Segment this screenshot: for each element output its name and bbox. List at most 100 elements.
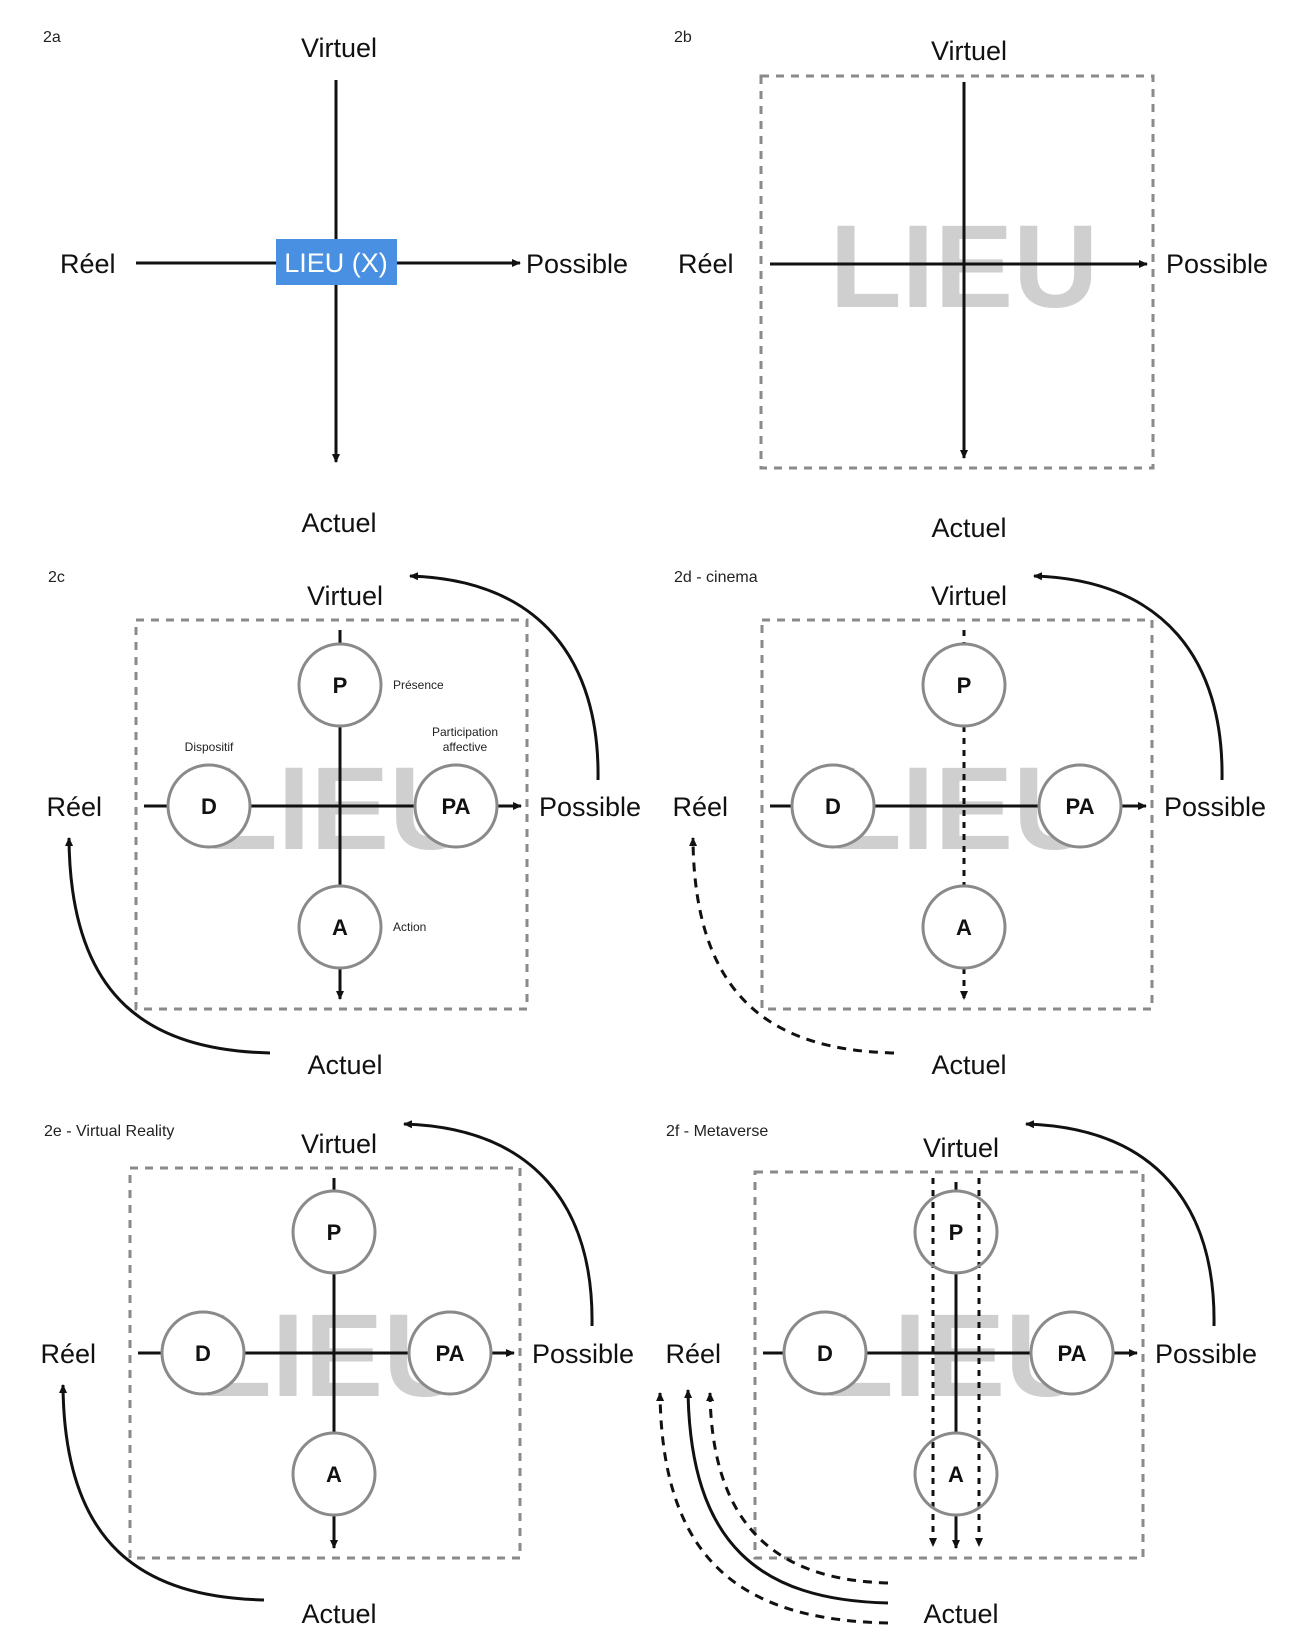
node-label: PA: [1066, 794, 1095, 819]
node-label: P: [957, 673, 972, 698]
panel-2a: 2a Virtuel Actuel Réel Possible LIEU (X): [43, 29, 628, 538]
axis-label-reel: Réel: [665, 1339, 721, 1369]
panel-label: 2e - Virtual Reality: [44, 1123, 174, 1140]
actuel-to-reel-inner-arrow: [706, 1392, 889, 1585]
node-presence: P: [291, 1189, 377, 1275]
node-label: P: [949, 1220, 964, 1245]
axis-label-reel: Réel: [672, 792, 728, 822]
node-circle: [921, 642, 1007, 728]
axis-label-actuel: Actuel: [931, 513, 1006, 543]
axis-label-possible: Possible: [1164, 792, 1266, 822]
node-participation-affective: PA: [407, 1310, 493, 1396]
node-label: P: [333, 673, 348, 698]
lieu-frame: [134, 618, 529, 1011]
node-label: P: [327, 1220, 342, 1245]
lieu-box: [276, 239, 397, 285]
axis-label-reel: Réel: [40, 1339, 96, 1369]
actuel-to-reel-arrow: [59, 1384, 265, 1602]
lieu-frame: [759, 74, 1155, 470]
possible-to-virtuel-arrow: [1025, 1120, 1216, 1327]
lieu-box-label: LIEU (X): [284, 248, 388, 278]
node-circle: [297, 642, 383, 728]
panel-2e: 2e - Virtual RealityLIEUVirtuelActuelRée…: [40, 1120, 634, 1629]
axis-label-actuel: Actuel: [301, 508, 376, 538]
node-circle: [291, 1189, 377, 1275]
node-participation-affective: PA: [1029, 1310, 1115, 1396]
axis-label-actuel: Actuel: [307, 1050, 382, 1080]
node-circle: [790, 763, 876, 849]
possible-to-virtuel-arrow: [409, 572, 600, 781]
annotation-affective: affective: [443, 740, 488, 754]
node-action: A: [291, 1431, 377, 1517]
node-dispositif: D: [782, 1310, 868, 1396]
axis-label-possible: Possible: [526, 249, 628, 279]
actuel-to-reel-arrow: [689, 837, 895, 1055]
lieu-frame: [753, 1170, 1145, 1560]
axis-label-virtuel: Virtuel: [301, 1129, 377, 1159]
node-participation-affective: PA: [413, 763, 499, 849]
node-circle: [913, 1189, 999, 1275]
node-circle: [297, 884, 383, 970]
node-circle: [166, 763, 252, 849]
node-dispositif: D: [790, 763, 876, 849]
panel-label: 2c: [48, 569, 65, 586]
node-presence: P: [913, 1189, 999, 1275]
node-circle: [913, 1431, 999, 1517]
axis-label-virtuel: Virtuel: [301, 33, 377, 63]
annotation-action: Action: [393, 920, 426, 934]
lieu-frame: [128, 1166, 522, 1560]
node-action: A: [297, 884, 383, 970]
panel-label: 2f - Metaverse: [666, 1123, 768, 1140]
node-circle: [1037, 763, 1123, 849]
axis-label-possible: Possible: [1155, 1339, 1257, 1369]
axis-label-reel: Réel: [46, 792, 102, 822]
node-label: D: [825, 794, 841, 819]
node-label: A: [326, 1462, 342, 1487]
annotation-dispositif: Dispositif: [185, 740, 234, 754]
panel-label: 2b: [674, 29, 692, 46]
node-circle: [407, 1310, 493, 1396]
axis-label-virtuel: Virtuel: [307, 581, 383, 611]
node-circle: [160, 1310, 246, 1396]
axis-label-possible: Possible: [1166, 249, 1268, 279]
axis-label-actuel: Actuel: [301, 1599, 376, 1629]
node-label: PA: [436, 1341, 465, 1366]
axis-label-virtuel: Virtuel: [931, 581, 1007, 611]
node-label: D: [817, 1341, 833, 1366]
node-circle: [921, 884, 1007, 970]
axis-label-actuel: Actuel: [931, 1050, 1006, 1080]
axis-label-actuel: Actuel: [923, 1599, 998, 1629]
annotation-participation: Participation: [432, 725, 498, 739]
node-label: A: [948, 1462, 964, 1487]
node-label: PA: [442, 794, 471, 819]
node-participation-affective: PA: [1037, 763, 1123, 849]
axis-label-possible: Possible: [539, 792, 641, 822]
actuel-to-reel-outer-arrow: [656, 1392, 889, 1625]
actuel-to-reel-arrow: [684, 1389, 889, 1605]
node-label: PA: [1058, 1341, 1087, 1366]
axis-label-virtuel: Virtuel: [923, 1133, 999, 1163]
panel-label: 2d - cinema: [674, 569, 758, 586]
node-action: A: [921, 884, 1007, 970]
possible-to-virtuel-arrow: [403, 1120, 594, 1327]
node-presence: P: [921, 642, 1007, 728]
possible-to-virtuel-arrow: [1033, 572, 1224, 781]
axis-label-reel: Réel: [678, 249, 734, 279]
axis-label-possible: Possible: [532, 1339, 634, 1369]
annotation-presence: Présence: [393, 678, 444, 692]
panel-label: 2a: [43, 29, 61, 46]
axis-label-virtuel: Virtuel: [931, 36, 1007, 66]
node-label: A: [956, 915, 972, 940]
panel-2b: 2b LIEU Virtuel Actuel Réel Possible: [674, 29, 1268, 543]
node-circle: [291, 1431, 377, 1517]
axis-label-reel: Réel: [60, 249, 116, 279]
node-label: D: [195, 1341, 211, 1366]
node-dispositif: D: [160, 1310, 246, 1396]
node-presence: P: [297, 642, 383, 728]
actuel-to-reel-arrow: [65, 837, 271, 1055]
